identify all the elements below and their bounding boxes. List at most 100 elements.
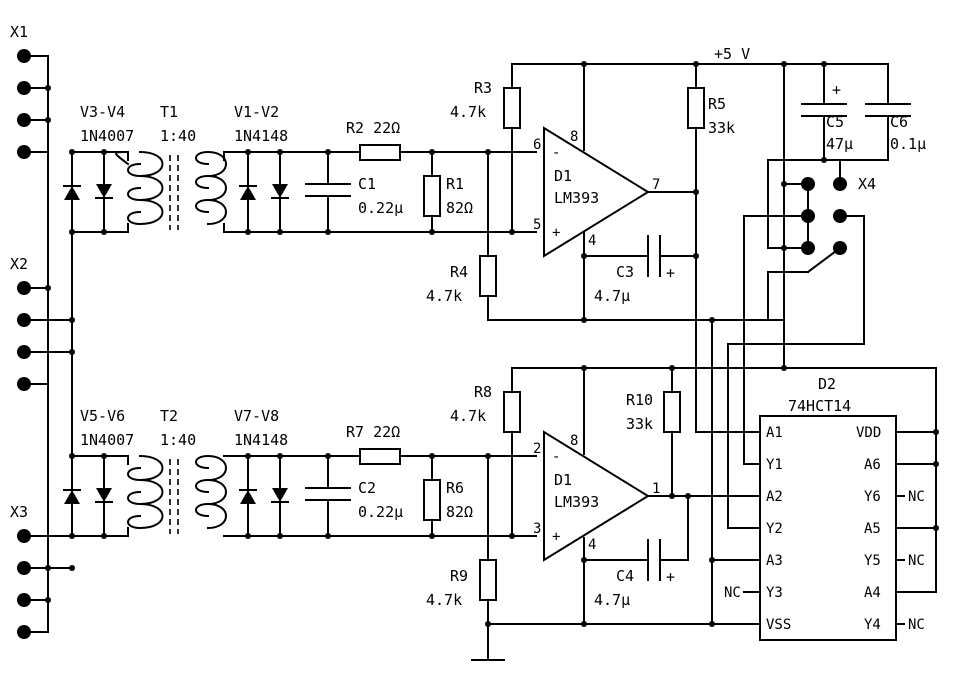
resistor-r5-value: 33k (708, 119, 735, 137)
connector-x1: X1 (10, 23, 51, 291)
comparator-d1-b-ref: D1 (554, 471, 572, 489)
capacitor-c5-label: C5 (826, 113, 844, 131)
ic-d2-pin-a2: A2 (766, 489, 783, 505)
comparator-d1-a: - + D1 LM393 6 5 7 8 4 (533, 63, 697, 321)
diodes-v7-v8-label: V7-V8 (234, 407, 279, 425)
resistor-r6-value: 82Ω (446, 503, 473, 521)
comparator-d1-a-plus: + (552, 225, 560, 241)
ic-d2: D2 74HCT14 A1 Y1 A2 Y2 A3 Y3 VSS VDD A6 … (695, 319, 939, 641)
comparator-d1-b-pin-vcc: 8 (570, 433, 578, 449)
capacitor-c5-value: 47µ (826, 135, 853, 153)
connector-x4-label: X4 (858, 175, 876, 193)
comparator-d1-a-ref: D1 (554, 167, 572, 185)
capacitor-c1-label: C1 (358, 175, 376, 193)
ic-d2-nc-y6: NC (908, 489, 925, 505)
channel-2: V5-V6 1N4007 T2 1:40 (63, 351, 785, 661)
resistor-r8-value: 4.7k (450, 407, 486, 425)
ic-d2-pin-a3: A3 (766, 553, 783, 569)
resistor-r3 (503, 87, 521, 129)
capacitor-c6-value: 0.1µ (890, 135, 926, 153)
diodes-v7-v8-type: 1N4148 (234, 431, 288, 449)
resistor-r7-label: R7 22Ω (346, 423, 400, 441)
comparator-d1-a-pin-plus: 5 (533, 217, 541, 233)
connector-x3-label: X3 (10, 503, 28, 521)
resistor-r4-label: R4 (450, 263, 468, 281)
resistor-r5 (687, 87, 705, 129)
diode-v4 (95, 184, 113, 199)
capacitor-c2-label: C2 (358, 479, 376, 497)
ic-d2-nc-y3: NC (724, 585, 741, 601)
comparator-d1-a-pin-vcc: 8 (570, 129, 578, 145)
resistor-r7 (359, 448, 401, 465)
diode-v3 (63, 185, 81, 200)
resistor-r10-value: 33k (626, 415, 653, 433)
capacitor-c2-value: 0.22µ (358, 503, 403, 521)
comparator-d1-b-type: LM393 (554, 493, 599, 511)
resistor-r9-value: 4.7k (426, 591, 462, 609)
resistor-r8-label: R8 (474, 383, 492, 401)
resistor-r3-value: 4.7k (450, 103, 486, 121)
comparator-d1-b-pin-plus: 3 (533, 521, 541, 537)
ic-d2-pin-a4: A4 (864, 585, 881, 601)
comparator-d1-a-minus: - (552, 145, 560, 161)
ic-d2-pin-y3: Y3 (766, 585, 783, 601)
diodes-v3-v4-label: V3-V4 (80, 103, 125, 121)
resistor-r8 (503, 391, 521, 433)
comparator-d1-b-pin-out: 1 (652, 481, 660, 497)
transformer-t2-ratio: 1:40 (160, 431, 196, 449)
transformer-t2-label: T2 (160, 407, 178, 425)
capacitor-c6 (865, 63, 911, 161)
comparator-d1-a-type: LM393 (554, 189, 599, 207)
comparator-d1-b-pin-minus: 2 (533, 441, 541, 457)
ic-d2-pin-vdd: VDD (856, 425, 881, 441)
capacitor-c3-value: 4.7µ (594, 287, 630, 305)
resistor-r1-value: 82Ω (446, 199, 473, 217)
connector-x3: X3 (10, 503, 75, 639)
comparator-d1-b: - + D1 LM393 2 3 1 8 4 (533, 365, 761, 625)
capacitor-c4-polarity: + (666, 568, 675, 586)
resistor-r2-label: R2 22Ω (346, 119, 400, 137)
comparator-d1-b-plus: + (552, 529, 560, 545)
connector-x2: X2 (10, 255, 75, 569)
ic-d2-nc-y5: NC (908, 553, 925, 569)
supply-rail: +5 V + C5 47µ C6 0.1µ (511, 45, 926, 371)
ic-d2-type: 74HCT14 (788, 397, 851, 415)
capacitor-c5-polarity: + (832, 81, 841, 99)
capacitor-c3-polarity: + (666, 264, 675, 282)
diodes-v1-v2-label: V1-V2 (234, 103, 279, 121)
capacitor-c3-label: C3 (616, 263, 634, 281)
resistor-r3-label: R3 (474, 79, 492, 97)
ic-d2-pin-a1: A1 (766, 425, 783, 441)
diode-v7 (239, 489, 257, 504)
capacitor-c6-label: C6 (890, 113, 908, 131)
resistor-r9 (479, 559, 497, 601)
resistor-r6 (423, 479, 441, 521)
ic-d2-pin-y4: Y4 (864, 617, 881, 633)
capacitor-c2 (305, 455, 351, 537)
ic-d2-pin-y1: Y1 (766, 457, 783, 473)
supply-label: +5 V (714, 45, 750, 63)
resistor-r10 (663, 391, 681, 433)
capacitor-c4-label: C4 (616, 567, 634, 585)
comparator-d1-b-minus: - (552, 449, 560, 465)
capacitor-c4-value: 4.7µ (594, 591, 630, 609)
ic-d2-nc-y4: NC (908, 617, 925, 633)
transformer-t1-ratio: 1:40 (160, 127, 196, 145)
resistor-r10-label: R10 (626, 391, 653, 409)
diode-v6 (95, 488, 113, 503)
capacitor-c1-value: 0.22µ (358, 199, 403, 217)
resistor-r1 (423, 175, 441, 217)
ic-d2-ref: D2 (818, 375, 836, 393)
ic-d2-pin-y2: Y2 (766, 521, 783, 537)
ic-d2-pin-y6: Y6 (864, 489, 881, 505)
resistor-r5-label: R5 (708, 95, 726, 113)
comparator-d1-a-pin-minus: 6 (533, 137, 541, 153)
ic-d2-pin-y5: Y5 (864, 553, 881, 569)
comparator-d1-a-pin-out: 7 (652, 177, 660, 193)
resistor-r4-value: 4.7k (426, 287, 462, 305)
resistor-r2 (359, 144, 401, 161)
channel-1: V3-V4 1N4007 T1 1:40 (63, 63, 785, 433)
transformer-t2 (127, 454, 281, 537)
resistor-r9-label: R9 (450, 567, 468, 585)
connector-x1-label: X1 (10, 23, 28, 41)
